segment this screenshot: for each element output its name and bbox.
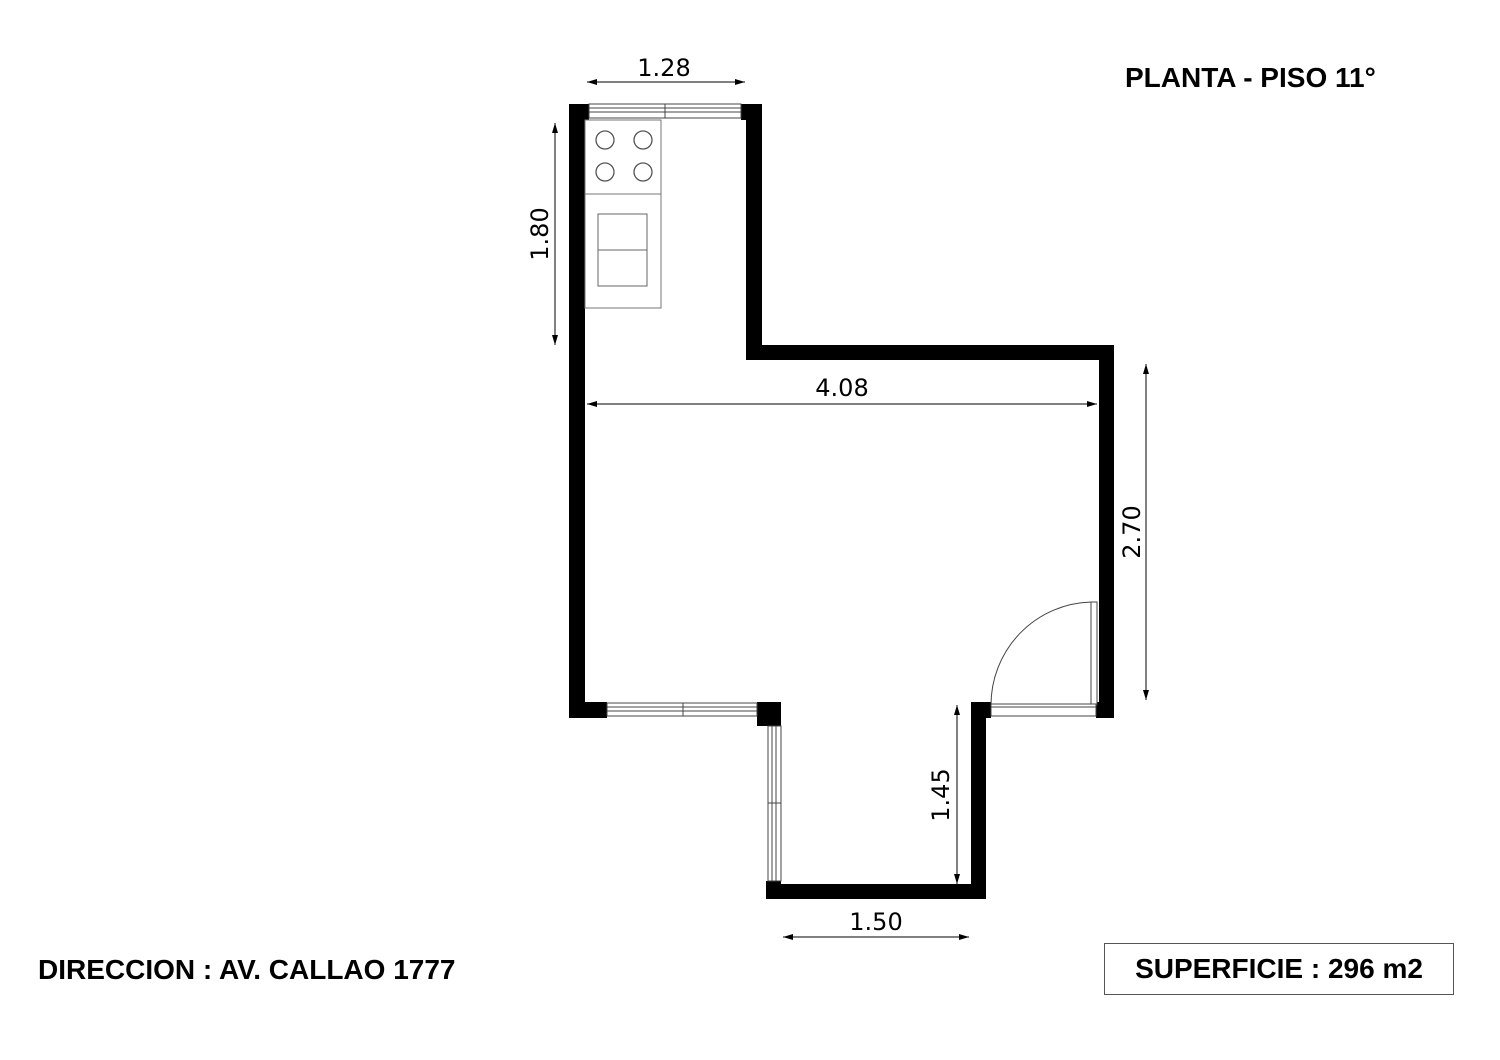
dimension-lines [552,79,1149,940]
area-box: SUPERFICIE : 296 m2 [1104,943,1454,995]
burner-icon [595,162,615,182]
counter-outline [584,119,662,309]
address-label: DIRECCION : AV. CALLAO 1777 [38,954,456,985]
dim-label-top: 1.28 [637,54,690,82]
door-swing-arc [990,601,1092,706]
window-annex-left [767,725,782,882]
kitchen-counter [584,119,662,309]
dim-label-kitchen: 1.80 [526,207,554,260]
dim-label-main: 4.08 [815,374,868,402]
wall-right [1099,345,1114,718]
wall-bottom-left-cap [569,702,607,718]
burner-icon [633,130,653,150]
sink-icon [597,213,648,287]
area-label: SUPERFICIE : 296 m2 [1135,953,1423,984]
window-top [588,103,742,119]
burner-icon [595,130,615,150]
dim-label-bottom: 1.50 [849,908,902,936]
wall-annex-bottom [766,884,986,899]
walls [569,104,1114,899]
plan-title: PLANTA - PISO 11° [1125,62,1376,93]
door-threshold [990,703,1097,717]
wall-bottom-right-cap-b [1096,702,1114,718]
stove-burners [595,130,653,182]
door-leaf [1090,601,1098,706]
dim-label-annex: 1.45 [927,768,955,821]
door [990,601,1098,717]
wall-top-left-cap [569,104,589,120]
wall-annex-right [971,702,986,899]
burner-icon [633,162,653,182]
wall-top-main [746,345,1114,360]
wall-kitchen-right [746,104,762,360]
wall-bottom-mid-cap [757,702,781,726]
window-bottom [606,702,758,717]
dim-label-right: 2.70 [1118,505,1146,558]
wall-left [569,104,585,718]
wall-bottom-right-cap-a [971,702,991,718]
